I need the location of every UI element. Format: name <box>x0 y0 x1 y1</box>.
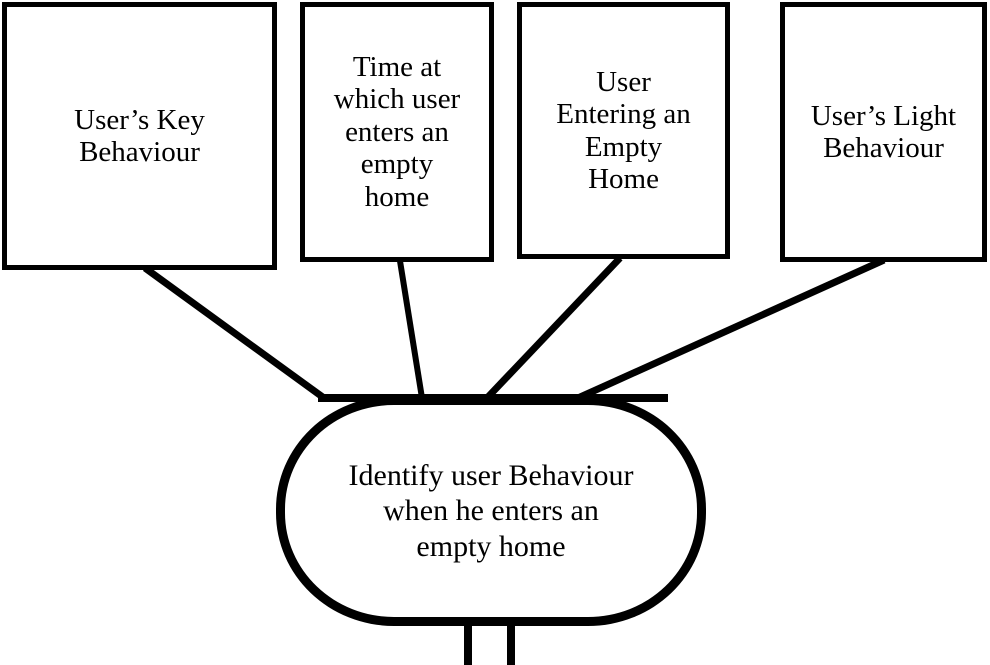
edge-time-to-identify <box>397 260 425 399</box>
node-users-key-behaviour-label: User’s Key Behaviour <box>74 103 205 168</box>
node-identify-user-behaviour[interactable]: Identify user Behaviour when he enters a… <box>276 396 706 626</box>
node-users-light-behaviour-label: User’s Light Behaviour <box>810 99 957 164</box>
edge-light-to-identify <box>576 256 886 402</box>
edge-entering-to-identify <box>484 255 623 401</box>
node-time-user-enters-empty-home[interactable]: Time at which user enters an empty home <box>300 2 494 262</box>
edge-key-to-identify <box>142 265 327 401</box>
node-users-light-behaviour[interactable]: User’s Light Behaviour <box>780 2 987 262</box>
node-identify-user-behaviour-label: Identify user Behaviour when he enters a… <box>348 459 634 563</box>
node-users-key-behaviour[interactable]: User’s Key Behaviour <box>2 2 277 270</box>
node-user-entering-empty-home-label: User Entering an Empty Home <box>556 65 691 195</box>
node-time-user-enters-empty-home-label: Time at which user enters an empty home <box>333 50 461 213</box>
node-user-entering-empty-home[interactable]: User Entering an Empty Home <box>517 2 730 259</box>
